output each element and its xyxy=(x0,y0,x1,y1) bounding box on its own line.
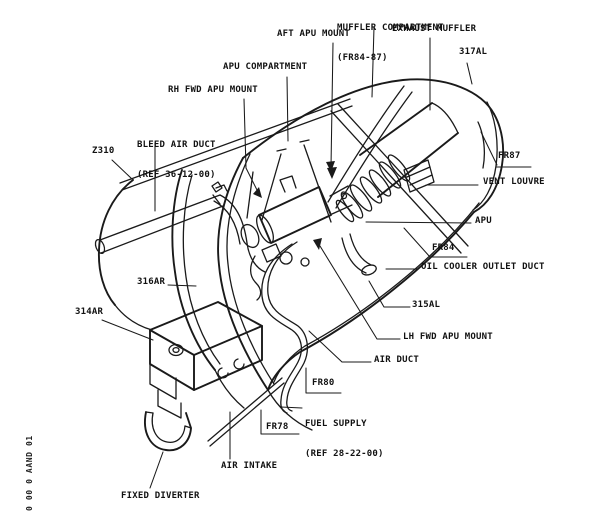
label-panel-317al: 317AL xyxy=(459,47,488,57)
oil-cooler-outlet-duct-drawing xyxy=(341,233,377,276)
fuselage-outline xyxy=(97,98,353,431)
label-frame-fr78: FR78 xyxy=(266,422,289,432)
apu-body xyxy=(212,167,353,301)
label-panel-315al: 315AL xyxy=(412,300,441,310)
label-vent-louvre: VENT LOUVRE xyxy=(483,177,545,187)
label-lh-fwd-apu-mount: LH FWD APU MOUNT xyxy=(403,332,493,342)
label-bleed-air-duct: BLEED AIR DUCT (REF 36-12-00) xyxy=(137,140,216,180)
label-oil-cooler-outlet-duct: OIL COOLER OUTLET DUCT xyxy=(421,262,545,272)
label-panel-314ar: 314AR xyxy=(75,307,104,317)
label-frame-fr84: FR84 xyxy=(432,243,455,253)
tail-cone xyxy=(217,78,505,391)
print-code: 0 00 0 AAND 01 xyxy=(25,435,34,511)
rh-fwd-mount-arrowhead xyxy=(253,187,262,198)
label-panel-316ar: 316AR xyxy=(137,277,166,287)
label-apu-compartment: APU COMPARTMENT xyxy=(223,62,308,72)
aft-mount-arrowhead xyxy=(326,161,335,172)
fuel-and-air-lines xyxy=(207,241,309,447)
label-fuel-supply: FUEL SUPPLY (REF 28-22-00) xyxy=(305,419,384,459)
bleed-air-duct-tube xyxy=(94,181,266,273)
leader-lines xyxy=(101,26,532,489)
label-exhaust-muffler: EXHAUST MUFFLER xyxy=(392,24,477,34)
vent-louvre-panel xyxy=(403,159,435,193)
label-air-duct: AIR DUCT xyxy=(374,355,419,365)
label-air-intake: AIR INTAKE xyxy=(221,461,278,471)
apu-mount-rods xyxy=(246,139,332,223)
label-rh-fwd-apu-mount: RH FWD APU MOUNT xyxy=(168,85,258,95)
label-apu: APU xyxy=(475,216,492,226)
fixed-diverter-scoop xyxy=(144,411,192,452)
label-aft-apu-mount: AFT APU MOUNT xyxy=(277,29,351,39)
label-frame-fr80: FR80 xyxy=(312,378,335,388)
label-muffler-compartment: MUFFLER COMPARTMENT (FR84-87) xyxy=(337,23,444,63)
label-frame-fr87: FR87 xyxy=(498,151,521,161)
label-fixed-diverter: FIXED DIVERTER xyxy=(121,491,200,501)
air-intake-box xyxy=(149,301,263,419)
exhaust-muffler-drawing xyxy=(335,102,459,223)
label-zone-z310: Z310 xyxy=(92,146,115,156)
